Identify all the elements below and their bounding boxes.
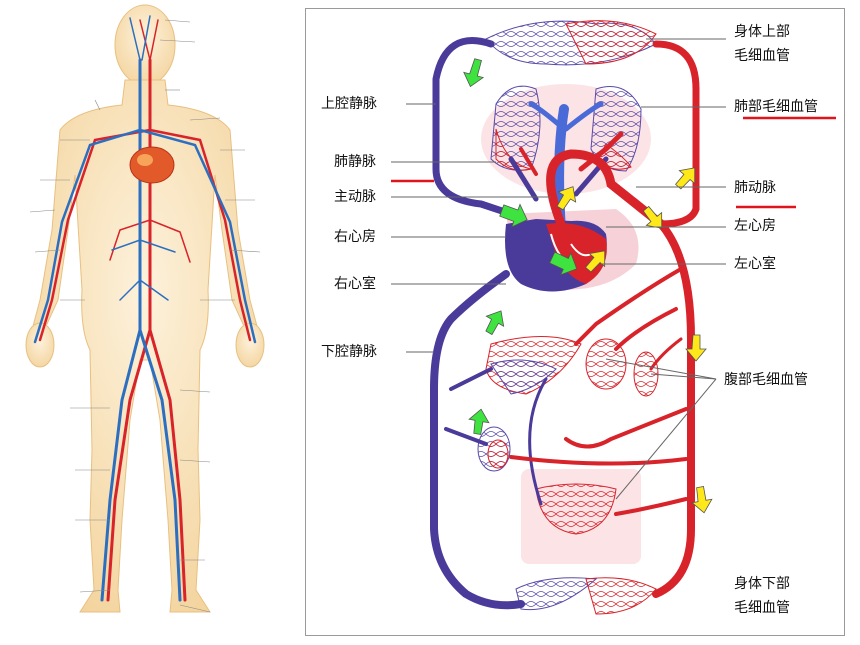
circulation-diagram xyxy=(391,20,836,615)
label-superior-vena-cava: 上腔静脉 xyxy=(321,96,377,112)
arrow-icon xyxy=(685,334,707,362)
arrow-icon xyxy=(468,408,490,435)
veins xyxy=(430,37,609,610)
arrow-icon xyxy=(691,486,713,514)
label-abdominal-capillaries: 腹部毛细血管 xyxy=(724,372,808,388)
label-lower-capillaries-line1: 身体下部 xyxy=(734,576,790,592)
label-underlines xyxy=(391,116,836,209)
label-left-ventricle: 左心室 xyxy=(734,256,776,272)
annotation-ticks xyxy=(29,19,261,613)
arrow-icon xyxy=(549,251,578,276)
flow-arrows xyxy=(463,58,713,514)
arrow-icon xyxy=(675,167,696,190)
label-upper-capillaries-line2: 毛细血管 xyxy=(734,48,790,64)
label-pulmonary-artery: 肺动脉 xyxy=(734,180,776,196)
label-left-atrium: 左心房 xyxy=(734,218,776,234)
label-lower-capillaries-line2: 毛细血管 xyxy=(734,600,790,616)
upper-body-capillaries xyxy=(485,20,657,66)
arteries xyxy=(509,40,700,598)
arrow-icon xyxy=(499,203,528,228)
label-upper-capillaries-line1: 身体上部 xyxy=(734,24,790,40)
lower-body-capillaries xyxy=(515,577,657,615)
human-body-vascular-illustration xyxy=(25,4,265,613)
body-silhouette xyxy=(25,4,265,613)
label-lung-capillaries: 肺部毛细血管 xyxy=(734,99,818,115)
label-aorta: 主动脉 xyxy=(334,189,376,205)
label-right-atrium: 右心房 xyxy=(334,229,376,245)
arrow-icon xyxy=(642,205,663,229)
label-right-ventricle: 右心室 xyxy=(334,276,376,292)
heart-illustration xyxy=(129,146,175,184)
arrow-icon xyxy=(463,58,485,88)
arrow-icon xyxy=(485,310,505,336)
circulation-diagram-panel: 身体上部 毛细血管 肺部毛细血管 肺动脉 左心房 左心室 腹部毛细血管 身体下部… xyxy=(305,8,845,636)
label-pulmonary-vein: 肺静脉 xyxy=(334,154,376,170)
arrow-icon xyxy=(556,186,577,211)
arrow-icon xyxy=(585,250,606,273)
abdominal-capillaries xyxy=(477,336,659,535)
label-inferior-vena-cava: 下腔静脉 xyxy=(321,344,377,360)
leader-lines xyxy=(391,38,726,500)
